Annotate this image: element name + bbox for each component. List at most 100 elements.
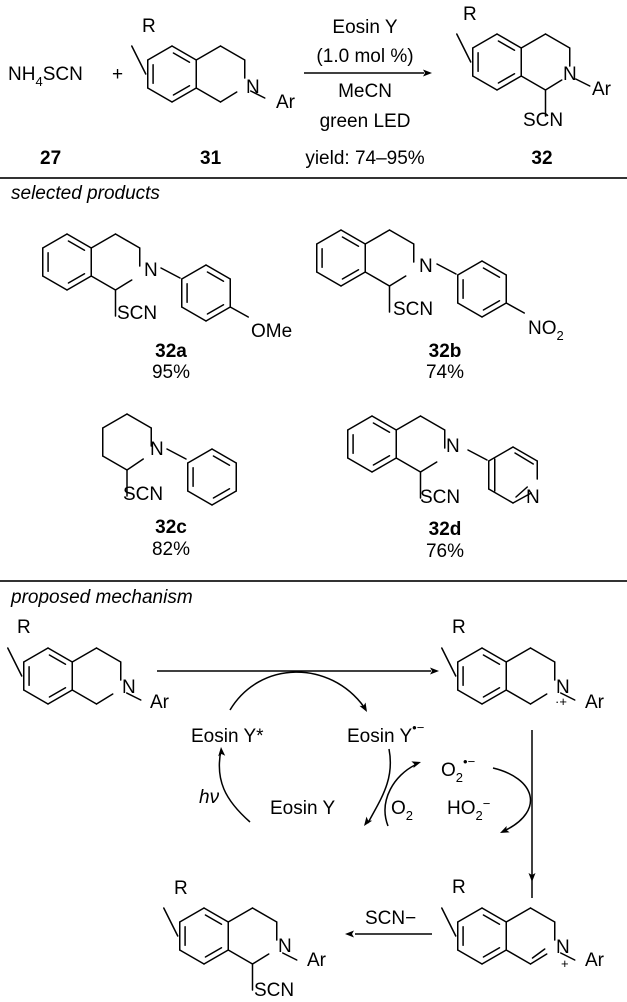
mech-final-r-bond [163, 907, 179, 937]
compound-number-27: 27 [40, 148, 61, 169]
mech-iminium-benzene-bond [457, 949, 483, 965]
32a-benzene-bond [42, 275, 68, 291]
mech-final-benzene-double-bond [204, 946, 223, 958]
32a-bond [90, 275, 117, 291]
mech-radical-cation-benzene-double-bond [482, 654, 501, 666]
mech-radical-cation-r-bond [441, 647, 457, 677]
substrate-31-benzene-bond [147, 87, 173, 103]
mech-iminium-bond [505, 907, 532, 923]
32c-phenyl-bond [187, 490, 213, 506]
32c-yield: 82% [152, 539, 190, 560]
32c-phenyl-bond [187, 448, 213, 464]
mech-radical-cation-n-aryl-bond [559, 692, 576, 701]
product-32-bond [544, 79, 563, 91]
substrate-31-benzene-double-bond [172, 52, 191, 64]
reaction-arrow-head [423, 69, 432, 77]
substrate-31-bond [195, 87, 222, 103]
32d-benzene-bond [371, 415, 397, 431]
32b-bond [364, 271, 391, 287]
product-32-r-bond [456, 33, 472, 63]
product-n-label: N [563, 64, 577, 85]
32d-yield: 76% [426, 541, 464, 562]
32a-yield: 95% [152, 362, 190, 383]
32a-methoxyphenyl-double-bond [206, 303, 225, 315]
32d-bond [395, 415, 422, 431]
32a-ome-label: OMe [251, 321, 292, 342]
mech-start-benzene-bond [23, 689, 49, 705]
mech-final-bond [251, 907, 278, 923]
product-32-bond [544, 33, 571, 49]
thiocyanate-addition-head [345, 930, 354, 938]
mech-iminium-benzene-double-bond [482, 946, 501, 958]
product-32-bond [520, 33, 547, 49]
mech-final-benzene-double-bond [204, 914, 223, 926]
mech-radical-cation-bond [529, 693, 548, 705]
condition-light: green LED [320, 111, 411, 132]
mech-iminium-benzene-bond [481, 907, 507, 923]
32c-phenyl-double-bond [212, 487, 231, 499]
regeneration-arrow-head [364, 816, 373, 826]
oxidation-arrow-head [430, 667, 439, 675]
32b-nitrophenyl-bond [481, 260, 507, 276]
32d-pyridine-double-bond [514, 452, 534, 465]
mech-final-benzene-bond [203, 907, 229, 923]
mech-radical-cation-benzene-bond [457, 689, 483, 705]
mech-final-benzene-bond [179, 949, 205, 965]
32a-methoxyphenyl-bond [181, 306, 207, 322]
32c-n-label: N [150, 439, 164, 460]
plus-sign: + [112, 64, 123, 85]
32b-benzene-bond [340, 271, 366, 287]
32b-scn-label: SCN [393, 299, 433, 320]
32b-nitrophenyl-bond [481, 302, 507, 318]
product-r-label: R [463, 4, 477, 25]
substrate-r-label: R [142, 16, 156, 37]
condition-loading: (1.0 mol %) [316, 46, 413, 67]
iminium-n-label: N [556, 937, 570, 958]
32d-pyridine-bond [512, 446, 538, 462]
substrate-31-bond [219, 91, 238, 103]
mech-radical-cation-bond [505, 689, 532, 705]
32b-compound-number: 32b [429, 341, 462, 362]
reagent-ammonium-thiocyanate: NH4SCN [8, 64, 83, 89]
32b-yield: 74% [426, 362, 464, 383]
32b-n-aryl-bond [436, 263, 457, 275]
32c-phenyl-bond [211, 490, 237, 506]
mech-iminium-benzene-bond [457, 907, 483, 923]
product-32-bond [520, 75, 547, 91]
32b-benzene-bond [316, 229, 342, 245]
substrate-31-benzene-bond [147, 45, 173, 61]
32b-bond [388, 275, 407, 287]
32a-benzene-bond [66, 233, 92, 249]
compound-number-32: 32 [531, 148, 552, 169]
32b-benzene-double-bond [341, 268, 360, 280]
mech-radical-cation-benzene-double-bond [482, 686, 501, 698]
32b-bond [364, 229, 391, 245]
radical-cation-to-iminium-head [528, 873, 536, 882]
substrate-n-label: N [246, 77, 260, 98]
32a-scn-label: SCN [117, 303, 157, 324]
final-scn-label: SCN [254, 980, 294, 1001]
light-hv-label: hν [199, 787, 220, 808]
electron-transfer-arrow [229, 671, 365, 711]
32a-methoxyphenyl-bond [181, 264, 207, 280]
mech-final-bond [227, 949, 254, 965]
product-32-n-aryl-bond [574, 78, 591, 87]
final-ar-label: Ar [307, 950, 327, 971]
32d-pyridine-n-label: N [526, 487, 540, 508]
eosin-radical-anion-label: Eosin Y•− [347, 720, 424, 747]
mech-iminium-bond [529, 907, 556, 923]
substrate-31-bond [195, 45, 222, 61]
32a-bond [90, 233, 117, 249]
32d-pyridine-double-bond [515, 486, 528, 498]
32b-nitrophenyl-double-bond [482, 267, 501, 279]
mech-final-bond [227, 907, 254, 923]
mech-start-benzene-double-bond [48, 686, 67, 698]
32b-bond [388, 229, 415, 245]
thiocyanate-nucleophile-label: SCN− [365, 908, 416, 929]
32c-piperidine-bond [126, 413, 152, 429]
o2-reduction-arrow-head [411, 761, 421, 769]
mech-radical-cation-bond [505, 647, 532, 663]
start-n-label: N [122, 677, 136, 698]
o2-reduction-arrow [384, 764, 416, 827]
